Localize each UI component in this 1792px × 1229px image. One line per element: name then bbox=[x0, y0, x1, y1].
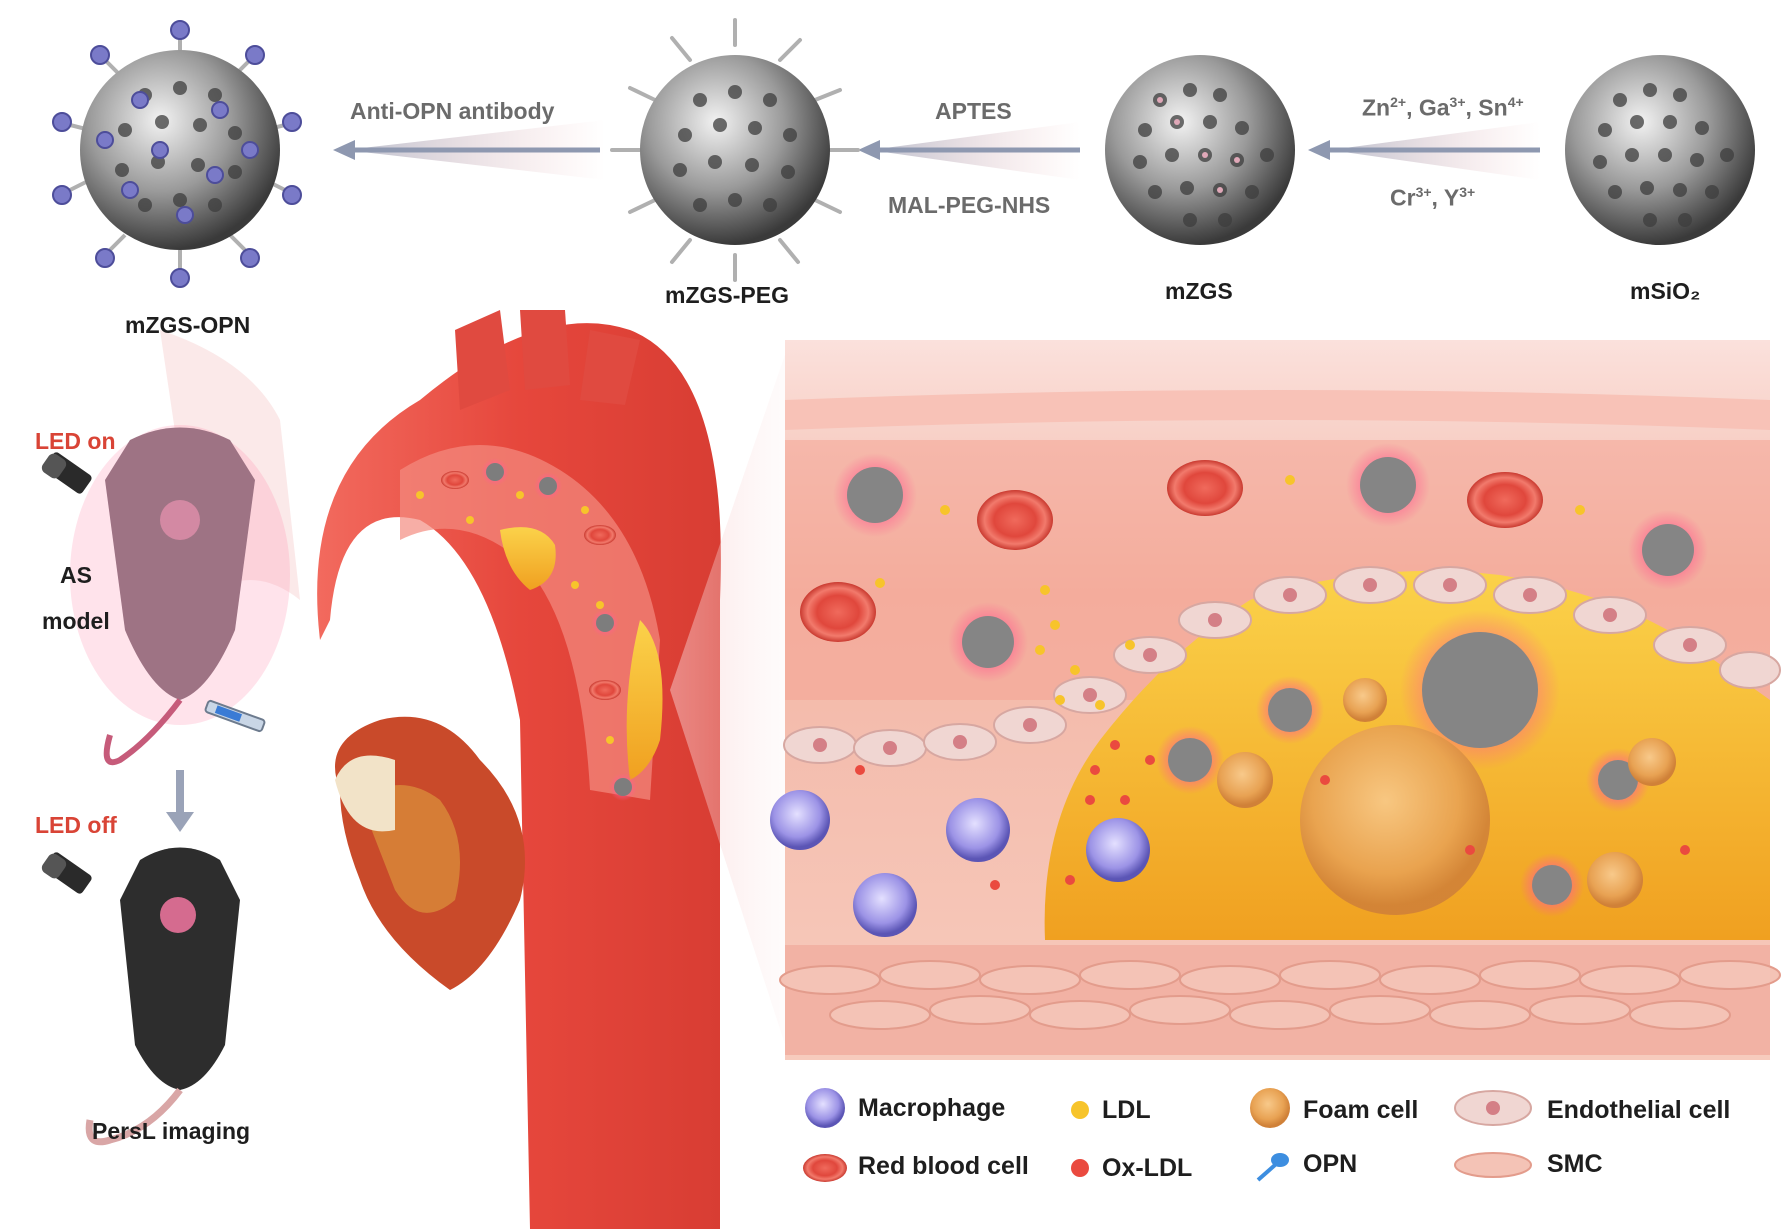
legend-macrophage-icon bbox=[805, 1088, 845, 1128]
mzgs-opn-label: mZGS-OPN bbox=[125, 312, 250, 339]
legend-smc-label: SMC bbox=[1547, 1150, 1603, 1179]
legend-ldl-icon bbox=[1071, 1101, 1089, 1119]
legend-red-blood-cell-label: Red blood cell bbox=[858, 1152, 1029, 1181]
legend-opn-label: OPN bbox=[1303, 1150, 1357, 1179]
persl-imaging-label: PersL imaging bbox=[92, 1118, 250, 1145]
mzgs-peg-nanoparticle bbox=[612, 20, 858, 280]
flashlight-icon-2 bbox=[39, 851, 93, 895]
arrow-mzgs-peg-to-mzgs-opn bbox=[333, 120, 605, 180]
heart bbox=[335, 717, 525, 990]
msio2-nanoparticle bbox=[1565, 55, 1755, 245]
imaging-mouse bbox=[89, 848, 240, 1142]
legend-smc-icon bbox=[1455, 1153, 1531, 1177]
legend-macrophage-label: Macrophage bbox=[858, 1094, 1005, 1123]
legend-endothelial-cell-label: Endothelial cell bbox=[1547, 1096, 1730, 1125]
legend-ldl-label: LDL bbox=[1102, 1096, 1151, 1125]
as-model-mouse bbox=[70, 425, 290, 762]
flashlight-icon bbox=[39, 451, 93, 495]
led-off-label: LED off bbox=[35, 812, 117, 839]
step2-bottom-label: MAL-PEG-NHS bbox=[888, 192, 1050, 219]
model-label: model bbox=[42, 608, 110, 635]
mzgs-nanoparticle bbox=[1105, 55, 1295, 245]
mzgs-opn-nanoparticle bbox=[53, 21, 301, 287]
mzgs-peg-label: mZGS-PEG bbox=[665, 282, 789, 309]
legend-endothelial-cell-icon bbox=[1455, 1091, 1531, 1125]
legend-ox-ldl-label: Ox-LDL bbox=[1102, 1154, 1192, 1183]
led-on-label: LED on bbox=[35, 428, 116, 455]
step1-ions-top: Zn2+, Ga3+, Sn4+ bbox=[1362, 94, 1524, 122]
legend-foam-cell-label: Foam cell bbox=[1303, 1096, 1418, 1125]
legend-opn-icon bbox=[1258, 1153, 1289, 1180]
msio2-label: mSiO₂ bbox=[1630, 278, 1700, 305]
arrow-msio2-to-mzgs bbox=[1308, 122, 1540, 180]
step1-ions-bottom: Cr3+, Y3+ bbox=[1390, 184, 1475, 212]
legend-ox-ldl-icon bbox=[1071, 1159, 1089, 1177]
arrow-mzgs-to-mzgs-peg bbox=[858, 122, 1080, 180]
step2-top-label: APTES bbox=[935, 98, 1012, 125]
mzgs-label: mZGS bbox=[1165, 278, 1233, 305]
as-label: AS bbox=[60, 562, 92, 589]
legend-red-blood-cell-icon bbox=[803, 1154, 847, 1182]
down-arrow bbox=[166, 770, 194, 832]
step3-top-label: Anti-OPN antibody bbox=[350, 98, 554, 125]
legend-foam-cell-icon bbox=[1250, 1088, 1290, 1128]
